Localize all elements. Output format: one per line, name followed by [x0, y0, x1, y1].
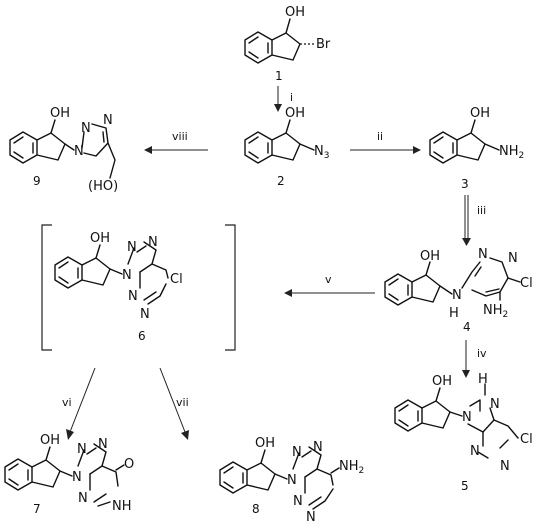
c3-nh2-label: NH2 [499, 144, 524, 161]
c1-number: 1 [275, 69, 283, 83]
c9-number: 9 [33, 174, 41, 188]
c8-n2-label: N [292, 445, 302, 460]
c5-oh-label: OH [432, 374, 452, 389]
c9-n2-label: N [81, 121, 91, 136]
c5-h-label: H [478, 372, 488, 387]
arrow-step-vi: vi [62, 367, 96, 440]
c6-oh-label: OH [90, 231, 110, 246]
c7-o-label: O [124, 457, 134, 472]
c5-n7-label: N [490, 397, 500, 412]
arrow-step-iv: iv [462, 340, 487, 378]
arrow-step-viii: viii [144, 130, 208, 154]
c8-oh-label: OH [255, 436, 275, 451]
c5-cl-label: Cl [520, 432, 533, 447]
c8-number: 8 [252, 502, 260, 516]
c7-n4-label: N [78, 491, 88, 506]
c2-n3-label: N3 [314, 144, 329, 161]
c7-n2-label: N [77, 442, 87, 457]
c1-oh-label: OH [285, 5, 305, 20]
c5-n1-label: N [500, 459, 510, 474]
c9-hydroxymethyl-label: (HO) [88, 179, 118, 194]
compound-7: OH N N N N NH O 7 [4, 433, 134, 516]
compound-6: OH N N N N N Cl 6 [41, 224, 236, 351]
c9-n3-label: N [103, 113, 113, 128]
c8-n4-label: N [293, 494, 303, 509]
c9-oh-label: OH [50, 106, 70, 121]
c7-oh-label: OH [40, 433, 60, 448]
compound-8: OH N N N N N NH2 8 [219, 436, 364, 525]
step-vi-label: vi [62, 396, 72, 409]
c6-n2-label: N [127, 240, 137, 255]
c3-oh-label: OH [470, 106, 490, 121]
step-i-label: i [290, 91, 293, 104]
step-iv-label: iv [477, 347, 487, 360]
step-iii-label: iii [477, 204, 486, 217]
step-viii-label: viii [172, 130, 188, 143]
c7-number: 7 [33, 502, 41, 516]
arrow-step-ii: ii [350, 130, 421, 154]
c8-nh2-label: NH2 [339, 459, 364, 476]
c7-nh-label: NH [112, 499, 132, 514]
c6-n5-label: N [140, 307, 150, 322]
c4-nh-n-label: N [452, 288, 462, 303]
c5-n3-label: N [470, 444, 480, 459]
compound-9: OH N N N (HO) 9 [9, 106, 118, 194]
step-ii-label: ii [377, 130, 383, 143]
c4-nh2-label: NH2 [483, 303, 508, 320]
c8-n5-label: N [306, 510, 316, 525]
c4-nh-h-label: H [449, 306, 459, 321]
arrow-step-iii: iii [462, 195, 486, 246]
c4-ring-n2-label: N [508, 251, 518, 266]
c2-oh-label: OH [285, 106, 305, 121]
c8-n1-label: N [287, 473, 297, 488]
c2-number: 2 [277, 174, 285, 188]
c8-n3-label: N [313, 440, 323, 455]
c5-n9-label: N [462, 410, 472, 425]
c7-n3-label: N [98, 437, 108, 452]
compound-2: OH N3 2 [244, 106, 329, 188]
arrow-step-vii: vii [159, 367, 189, 440]
compound-4: OH N N Cl NH2 N H 4 [384, 247, 533, 334]
c6-n4-label: N [128, 289, 138, 304]
c6-cl-label: Cl [170, 272, 183, 287]
c3-number: 3 [461, 177, 469, 191]
step-vii-label: vii [176, 396, 189, 409]
c6-n1-label: N [122, 268, 132, 283]
compound-1: OH Br 1 [244, 5, 331, 83]
arrow-step-i: i [274, 86, 293, 112]
c1-br-label: Br [316, 37, 331, 52]
c6-n3-label: N [148, 235, 158, 250]
c5-number: 5 [461, 479, 469, 493]
c4-oh-label: OH [420, 249, 440, 264]
compound-3: OH NH2 3 [429, 106, 524, 191]
c4-number: 4 [463, 320, 471, 334]
c4-cl-label: Cl [520, 276, 533, 291]
c7-n1-label: N [72, 470, 82, 485]
c4-ring-n1-label: N [478, 247, 488, 262]
arrow-step-v: v [284, 273, 375, 297]
step-v-label: v [325, 273, 332, 286]
c6-number: 6 [138, 329, 146, 343]
c9-n1-label: N [74, 144, 84, 159]
compound-5: OH H N N N N Cl 5 [394, 372, 533, 493]
